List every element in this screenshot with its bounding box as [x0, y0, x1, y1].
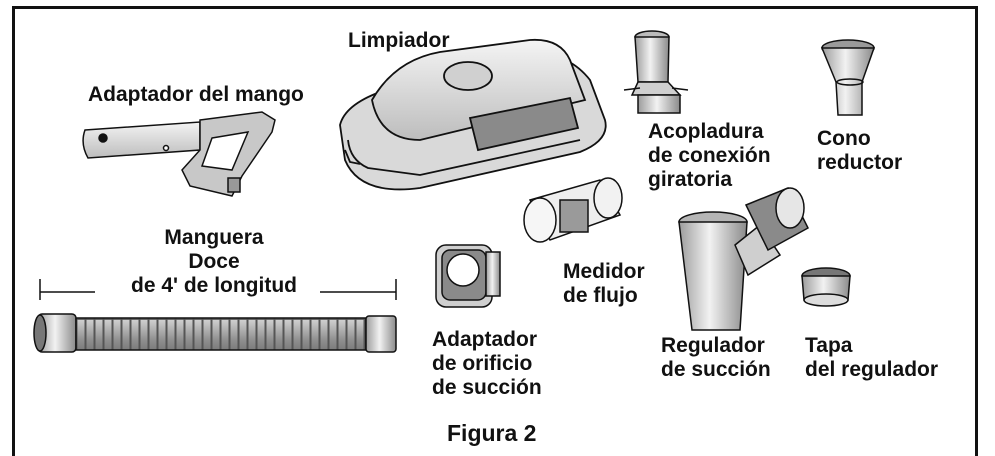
- label-flow-meter: Medidor de flujo: [563, 260, 645, 307]
- regulator-cap-part: [801, 267, 851, 307]
- hose-part: [33, 279, 397, 353]
- label-suction-adapter: Adaptador de orificio de succión: [432, 328, 542, 399]
- label-reducer-cone: Cono reductor: [817, 127, 903, 174]
- reducer-cone-part: [820, 39, 876, 116]
- swivel-coupling-part: [623, 30, 689, 114]
- label-hose: Manguera Doce de 4' de longitud: [131, 226, 297, 297]
- suction-regulator-part: [678, 187, 809, 331]
- suction-adapter-part: [435, 244, 501, 308]
- label-handle-adapter: Adaptador del mango: [88, 83, 304, 106]
- label-cleaner: Limpiador: [348, 29, 450, 52]
- cleaner-part: [339, 38, 607, 191]
- flow-meter-part: [523, 177, 623, 243]
- label-swivel-coupling: Acopladura de conexión giratoria: [648, 120, 771, 191]
- label-regulator-cap: Tapa del regulador: [805, 334, 939, 381]
- figure-title: Figura 2: [447, 420, 537, 446]
- handle-adapter-part: [82, 111, 276, 197]
- label-suction-regulator: Regulador de succión: [661, 334, 771, 381]
